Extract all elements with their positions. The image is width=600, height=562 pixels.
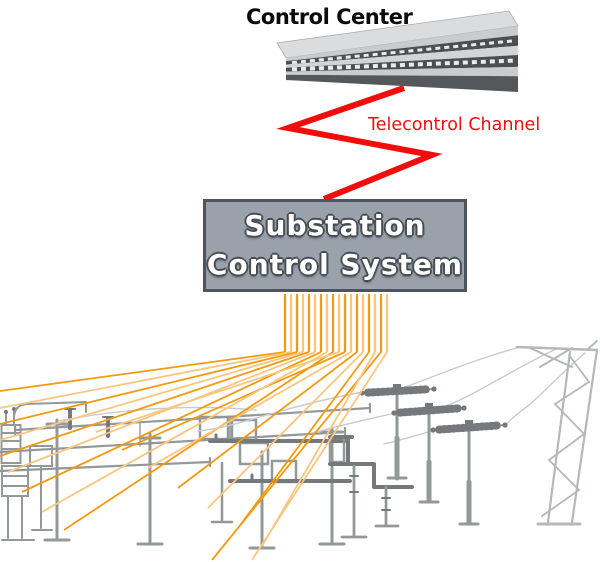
- substation-label-line2: Control System: [206, 247, 464, 281]
- telecontrol-channel-label: Telecontrol Channel: [368, 115, 541, 135]
- control-center-label: Control Center: [246, 5, 413, 29]
- signal-fan-light: [0, 351, 388, 561]
- telecontrol-channel-line: [276, 85, 443, 202]
- substation-label-line1: Substation: [244, 209, 426, 243]
- breaker-cluster: [198, 415, 352, 524]
- building-base-band: [286, 74, 518, 92]
- transmission-tower: [515, 340, 599, 526]
- building-band-light: [286, 45, 518, 68]
- building-band-light: [286, 26, 518, 62]
- building-window-band: [286, 35, 518, 65]
- signal-bundle-dark: [283, 294, 383, 352]
- substation-control-system-box: Substation Control System: [203, 199, 467, 292]
- support-columns: [43, 418, 346, 550]
- building-band-light: [286, 66, 518, 77]
- building-windows-row: [291, 58, 515, 72]
- building-windows-row: [291, 39, 515, 65]
- left-transformer-unit: [0, 401, 87, 541]
- signal-fan-dark: [0, 351, 382, 561]
- insulator-masts: [359, 384, 508, 526]
- insulator-mast: [430, 420, 508, 526]
- disconnector-cluster: [328, 435, 414, 539]
- switchyard-art: [0, 340, 599, 550]
- control-center-building-icon: [276, 10, 519, 92]
- signal-lines: [0, 294, 389, 561]
- signal-bundle-light: [289, 294, 389, 352]
- insulator-mast: [391, 403, 467, 504]
